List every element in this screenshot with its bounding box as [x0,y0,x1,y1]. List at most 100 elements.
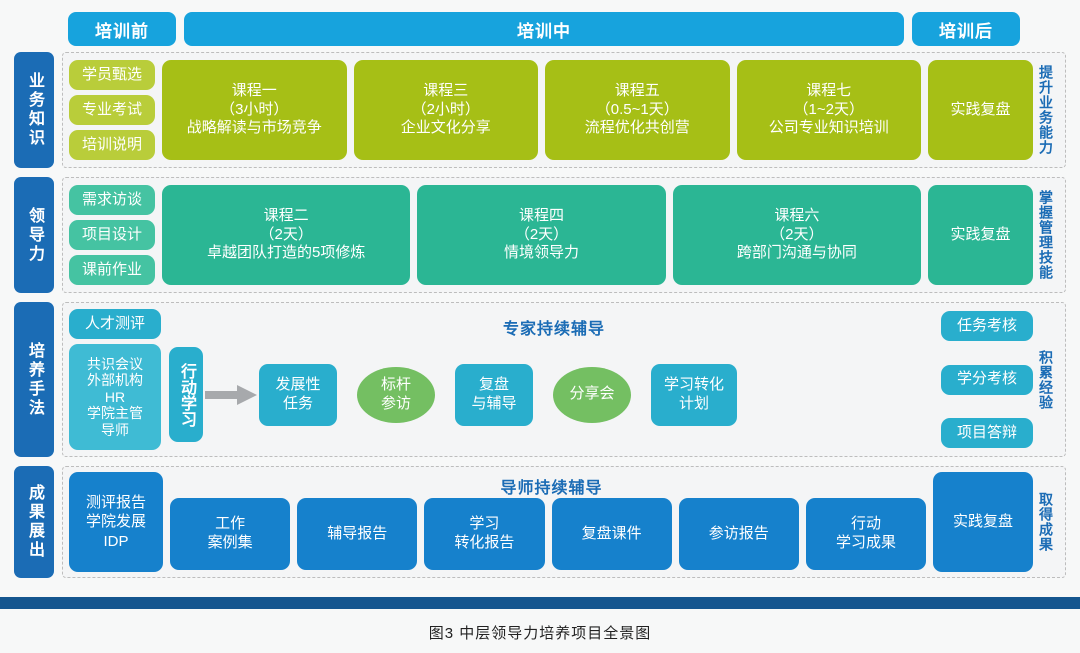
course-topic: 战略解读与市场竞争 [186,119,322,137]
outcome-items: 工作 案例集 辅导报告 学习 转化报告 复盘课件 参访报告 [170,498,933,570]
talent-assessment-card[interactable]: 人才测评 [69,309,161,339]
outcome-item-coaching-report[interactable]: 辅导报告 [297,498,418,570]
stakeholder-line-4: 导师 [101,421,129,438]
assessment-item-2[interactable]: 项目答辩 [941,418,1033,448]
post-item-leadership[interactable]: 实践复盘 [928,185,1033,285]
row-body-business-knowledge: 学员甄选 专业考试 培训说明 课程一 （3小时） 战略解读与市场竞争 课程三 （… [62,52,1066,168]
step-sharing-session[interactable]: 分享会 [553,366,631,423]
item-line-0: 学习 [469,515,500,533]
course-card-5[interactable]: 课程五 （0.5~1天） 流程优化共创营 [545,60,730,160]
row-body-outcome-showcase: 测评报告 学院发展 IDP 导师持续辅导 工作 案例集 辅导报告 学习 转 [62,466,1066,578]
row-body-development-methods: 人才测评 共识会议 外部机构 HR 学院主管 导师 专家持续辅导 行动学习 [62,302,1066,457]
arrow-right-icon [203,384,259,405]
row-body-leadership: 需求访谈 项目设计 课前作业 课程二 （2天） 卓越团队打造的5项修炼 课程四 … [62,177,1066,293]
course-name: 课程一 [231,81,277,99]
pre-training-items-business: 学员甄选 专业考试 培训说明 [69,60,155,160]
stakeholder-line-1: 外部机构 [87,372,143,389]
course-duration: （2天） [514,225,569,243]
row-outcome-text: 取得成果 [1038,492,1054,552]
course-topic: 企业文化分享 [400,119,491,137]
item-line-0: 工作 [215,515,246,533]
row-outcome-showcase: 成果展出 测评报告 学院发展 IDP 导师持续辅导 工作 案例集 辅导报告 [14,466,1066,578]
methods-right-column: 任务考核 学分考核 项目答辩 [941,309,1033,450]
phase-during-training: 培训中 [184,12,904,46]
course-name: 课程五 [614,81,660,99]
row-label-leadership: 领导力 [14,177,54,293]
methods-flow: 行动学习 发展性 任务 标杆 参访 [169,343,939,446]
item-line-1: 转化报告 [454,534,515,551]
step-line-1: 参访 [380,394,411,412]
pre-item-business-1[interactable]: 专业考试 [69,95,155,125]
step-line-0: 复盘 [478,375,509,393]
footer-divider-bar [0,597,1080,609]
assessment-report-card[interactable]: 测评报告 学院发展 IDP [69,472,163,572]
stakeholders-card[interactable]: 共识会议 外部机构 HR 学院主管 导师 [69,344,161,450]
assessment-item-0[interactable]: 任务考核 [941,311,1033,341]
step-line-0: 发展性 [275,375,321,393]
item-line-0: 辅导报告 [327,524,388,542]
practice-review-card[interactable]: 实践复盘 [933,472,1033,572]
step-line-1: 任务 [282,394,313,412]
stakeholder-line-0: 共识会议 [87,355,143,372]
row-label-text: 业务知识 [26,72,43,148]
pre-item-leadership-0[interactable]: 需求访谈 [69,185,155,215]
phase-bar: 培训前 培训中 培训后 [68,12,1020,46]
course-duration: （1~2天） [793,100,864,118]
course-card-7[interactable]: 课程七 （1~2天） 公司专业知识培训 [736,60,921,160]
course-topic: 跨部门沟通与协同 [736,244,857,262]
figure-caption: 图3 中层领导力培养项目全景图 [428,625,652,642]
action-learning-text: 行动学习 [178,362,195,427]
pre-item-leadership-1[interactable]: 项目设计 [69,220,155,250]
methods-left-column: 人才测评 共识会议 外部机构 HR 学院主管 导师 [69,309,161,450]
course-card-4[interactable]: 课程四 （2天） 情境领导力 [417,185,666,285]
action-learning-card[interactable]: 行动学习 [169,347,203,442]
course-name: 课程七 [806,81,852,99]
course-card-6[interactable]: 课程六 （2天） 跨部门沟通与协同 [672,185,921,285]
outcome-item-learning-transfer-report[interactable]: 学习 转化报告 [424,498,545,570]
left-card-line-1: 学院发展 [85,513,146,531]
step-benchmark-visit[interactable]: 标杆 参访 [357,366,435,423]
course-name: 课程二 [263,206,309,224]
item-line-0: 参访报告 [708,524,769,542]
course-topic: 情境领导力 [503,244,579,262]
outcome-item-action-learning-result[interactable]: 行动 学习成果 [805,498,927,570]
outcome-item-visit-report[interactable]: 参访报告 [678,498,799,570]
step-line-1: 与辅导 [471,394,517,412]
item-line-0: 复盘课件 [581,524,642,542]
row-label-text: 培养手法 [26,341,43,418]
course-name: 课程三 [423,81,469,99]
course-topic: 卓越团队打造的5项修炼 [206,244,366,262]
pre-item-business-2[interactable]: 培训说明 [69,130,155,160]
left-card-line-0: 测评报告 [85,493,146,511]
methods-flow-area: 专家持续辅导 行动学习 发展性 任务 标杆 [169,309,939,450]
post-item-business[interactable]: 实践复盘 [928,60,1033,160]
course-card-2[interactable]: 课程二 （2天） 卓越团队打造的5项修炼 [162,185,411,285]
course-duration: （3小时） [220,100,289,118]
step-line-1: 计划 [678,394,709,412]
course-duration: （0.5~1天） [595,100,679,118]
assessment-item-1[interactable]: 学分考核 [941,364,1033,395]
course-duration: （2天） [770,225,824,243]
course-name: 课程四 [518,206,564,224]
left-card-line-2: IDP [103,532,129,550]
item-line-1: 案例集 [207,534,253,551]
course-duration: （2天） [259,225,313,243]
outcome-item-review-courseware[interactable]: 复盘课件 [551,498,672,570]
pre-item-business-0[interactable]: 学员甄选 [69,60,155,90]
course-card-3[interactable]: 课程三 （2小时） 企业文化分享 [353,60,538,160]
row-outcome-showcase-label: 取得成果 [1033,472,1059,572]
step-line-0: 学习转化 [663,375,724,393]
item-line-0: 行动 [850,515,881,533]
course-duration: （2小时） [411,100,480,118]
step-developmental-task[interactable]: 发展性 任务 [259,363,337,426]
step-learning-transfer-plan[interactable]: 学习转化 计划 [651,363,737,426]
course-card-1[interactable]: 课程一 （3小时） 战略解读与市场竞争 [162,60,347,160]
outcome-item-work-cases[interactable]: 工作 案例集 [170,498,291,570]
step-review-and-coaching[interactable]: 复盘 与辅导 [455,363,533,426]
outcome-items-area: 导师持续辅导 工作 案例集 辅导报告 学习 转化报告 复盘课件 [170,472,933,572]
course-topic: 公司专业知识培训 [768,119,889,137]
row-outcome-leadership: 掌握管理技能 [1033,185,1059,285]
pre-item-leadership-2[interactable]: 课前作业 [69,255,155,285]
row-outcome-text: 积累经验 [1038,349,1054,410]
